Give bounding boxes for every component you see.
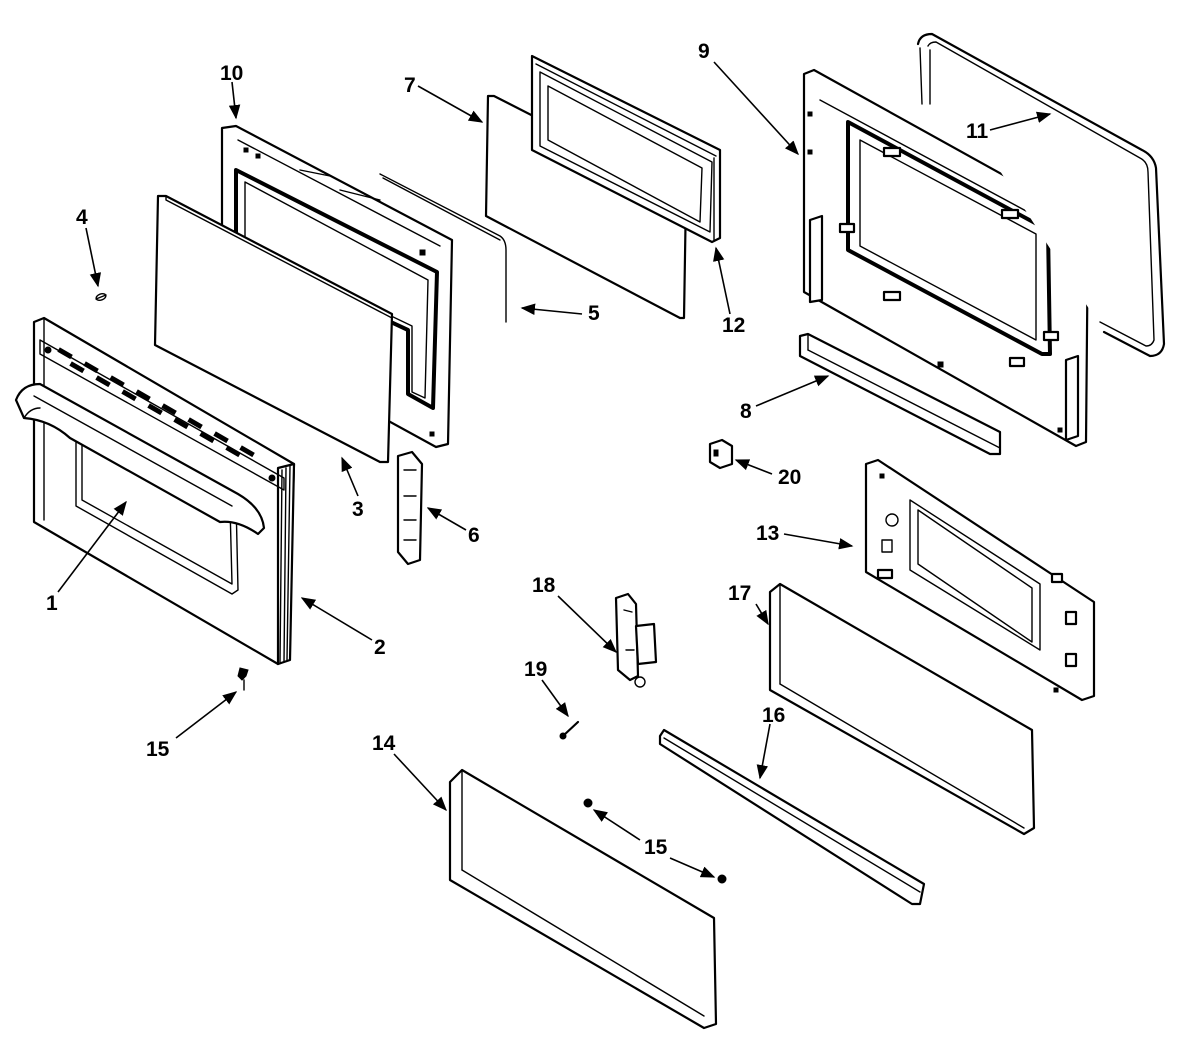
screw-part-15-b (583, 798, 727, 884)
trim-strip-part-16 (658, 728, 926, 906)
hinge-part-18 (614, 592, 658, 688)
inner-door-frame-part-9 (802, 68, 1090, 448)
glass-frame-part-12 (530, 54, 722, 244)
callout-3: 3 (352, 498, 364, 521)
gasket-part-11 (916, 32, 1166, 358)
callout-6: 6 (468, 524, 480, 547)
drawer-front-panel-part-14 (448, 768, 718, 1030)
drawer-support-frame-part-13 (864, 458, 1096, 702)
callout-16: 16 (762, 704, 785, 727)
clip-part-20 (708, 438, 734, 470)
callout-11: 11 (966, 120, 989, 143)
callout-20: 20 (778, 466, 801, 489)
callout-19: 19 (524, 658, 547, 681)
screw-part-15-a (237, 667, 249, 691)
callout-5: 5 (588, 302, 600, 325)
callout-1: 1 (46, 592, 58, 615)
insulation-strip-part-8 (798, 332, 1002, 456)
callout-15-left: 15 (146, 738, 170, 761)
callout-12: 12 (722, 314, 745, 337)
drawer-panel-part-17 (768, 582, 1036, 836)
screw-part-4 (95, 293, 107, 301)
callout-9: 9 (698, 40, 710, 63)
vent-slots (57, 347, 255, 458)
hinge-bracket-part-6 (396, 450, 424, 566)
callout-4: 4 (76, 206, 88, 229)
glass-panel-part-3 (153, 194, 394, 464)
callout-8: 8 (740, 400, 752, 423)
callout-7: 7 (404, 74, 416, 97)
callout-14: 14 (372, 732, 396, 755)
screw-part-19 (559, 720, 580, 740)
leader-lines (57, 61, 1052, 878)
callout-13: 13 (756, 522, 779, 545)
callout-17: 17 (728, 582, 751, 605)
callout-18: 18 (532, 574, 556, 597)
door-handle-part-1 (14, 382, 266, 536)
callout-15-right: 15 (644, 836, 668, 859)
seal-strip-part-5 (379, 173, 507, 323)
callout-2: 2 (374, 636, 386, 659)
callout-10: 10 (220, 62, 243, 85)
callout-numbers: 1 2 3 4 5 6 7 8 9 10 11 12 13 14 15 15 1… (46, 40, 989, 859)
